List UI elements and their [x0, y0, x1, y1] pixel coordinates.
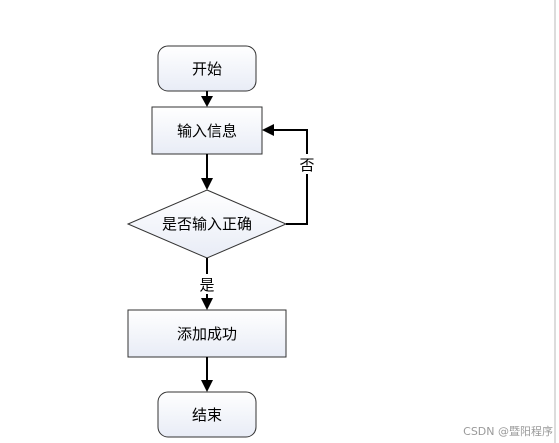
add-success-node-label: 添加成功 — [177, 325, 237, 343]
input-info-node-label: 输入信息 — [177, 122, 237, 140]
no-branch-label: 否 — [299, 156, 314, 174]
arrow-start-to-input — [201, 91, 213, 107]
yes-label-background — [198, 274, 216, 294]
csdn-watermark: CSDN @暨阳程序 — [463, 425, 553, 438]
right-edge-line — [554, 0, 556, 443]
start-node-label: 开始 — [192, 60, 222, 78]
no-label-background — [298, 154, 316, 174]
yes-branch-label: 是 — [199, 276, 214, 294]
add-success-node: 添加成功 — [127, 309, 287, 358]
arrow-no-loop — [262, 124, 308, 225]
end-node-label: 结束 — [192, 406, 222, 424]
decision-node: 是否输入正确 — [126, 189, 288, 259]
arrow-input-to-decision — [201, 154, 213, 190]
arrow-add-to-end — [201, 357, 213, 392]
decision-node-label: 是否输入正确 — [162, 215, 252, 233]
end-node: 结束 — [157, 391, 257, 438]
input-info-node: 输入信息 — [151, 106, 263, 155]
start-node: 开始 — [157, 45, 257, 92]
